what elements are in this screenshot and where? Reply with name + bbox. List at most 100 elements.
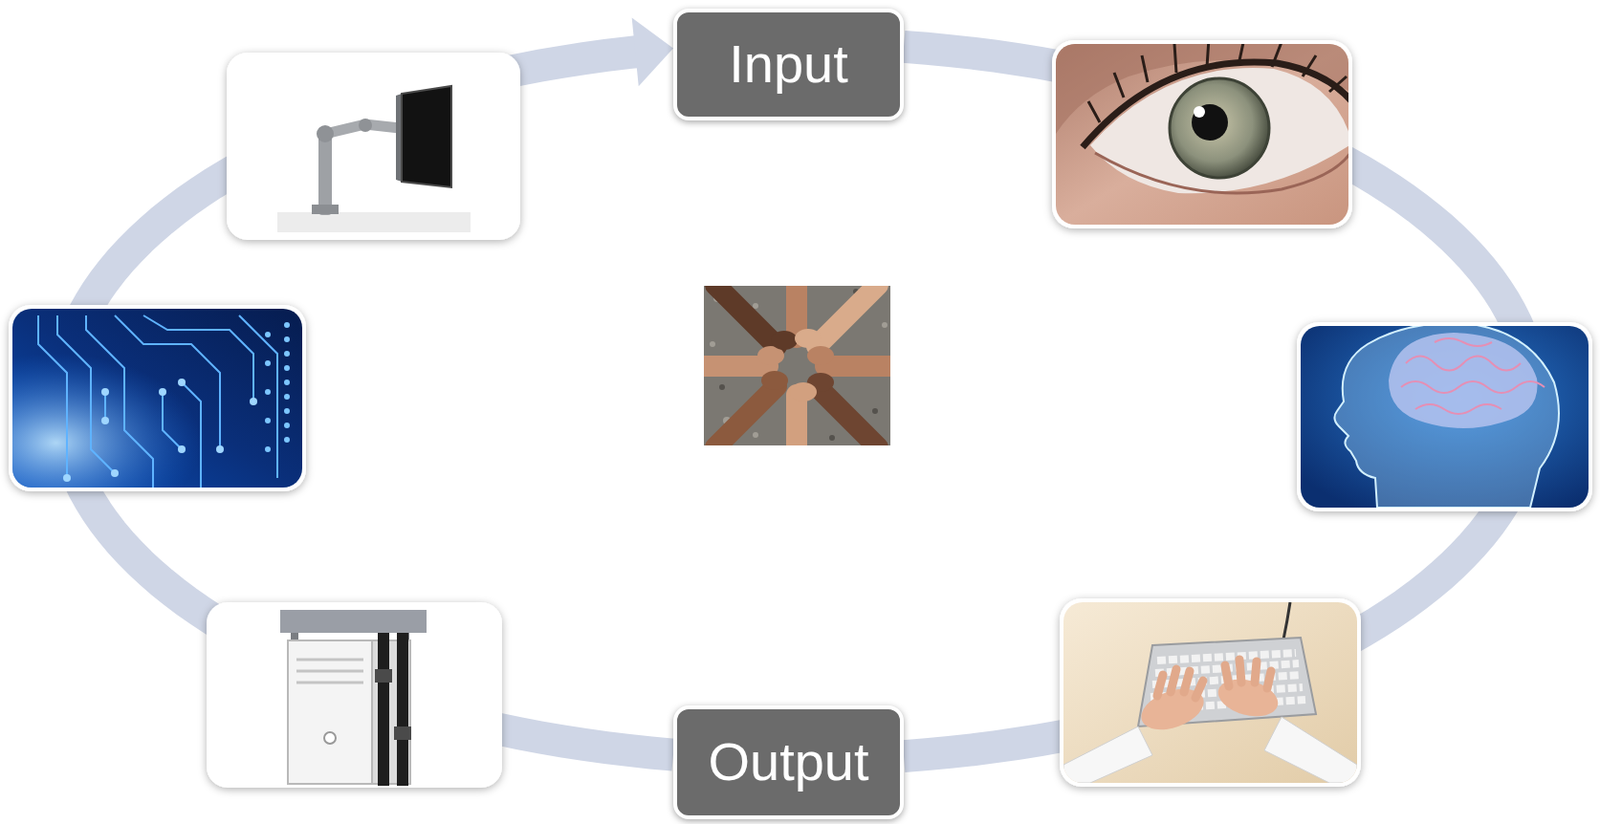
hands-photo bbox=[770, 330, 798, 351]
circuit-board bbox=[86, 315, 154, 488]
keyboard-photo bbox=[1157, 653, 1296, 661]
circuit-board bbox=[110, 469, 119, 478]
computer-card bbox=[280, 610, 427, 634]
process-box: Output bbox=[673, 705, 904, 820]
monitor-card bbox=[226, 52, 521, 241]
circuit-board bbox=[284, 350, 290, 357]
keyboard-photo bbox=[1059, 598, 1361, 788]
hands-photo bbox=[752, 303, 759, 309]
monitor-card bbox=[401, 86, 452, 188]
circuit-board bbox=[284, 365, 290, 372]
eye-photo bbox=[1095, 153, 1349, 194]
brain-image bbox=[1401, 381, 1545, 394]
brain-image bbox=[1296, 322, 1593, 512]
hands-photo bbox=[825, 355, 891, 377]
hands-photo bbox=[807, 346, 834, 366]
circuit-board bbox=[181, 382, 201, 488]
circuit-board bbox=[284, 322, 290, 329]
computer-card bbox=[374, 669, 393, 683]
circuit-board bbox=[264, 331, 271, 338]
hands-photo bbox=[786, 394, 808, 446]
eye-photo bbox=[1055, 43, 1349, 225]
brain-image bbox=[1415, 404, 1502, 415]
keyboard-photo bbox=[1283, 602, 1291, 640]
brain-image bbox=[1296, 322, 1593, 512]
keyboard-photo bbox=[1157, 669, 1204, 699]
brain-image bbox=[1434, 338, 1492, 347]
hands-photo bbox=[794, 328, 822, 349]
circuit-board bbox=[8, 305, 307, 492]
monitor-card bbox=[311, 204, 339, 215]
hands-photo bbox=[681, 251, 912, 482]
circuit-board bbox=[12, 308, 303, 488]
eye-photo bbox=[1193, 106, 1206, 118]
circuit-board bbox=[38, 315, 278, 488]
hands-photo bbox=[872, 408, 878, 415]
circuit-board bbox=[284, 437, 290, 443]
circuit-board bbox=[284, 422, 290, 429]
hands-photo bbox=[715, 285, 777, 347]
computer-card bbox=[296, 681, 364, 685]
computer-card bbox=[296, 670, 364, 674]
circuit-board bbox=[143, 315, 254, 402]
circuit-board bbox=[12, 308, 303, 488]
hands-photo bbox=[757, 328, 834, 402]
circuit-board bbox=[284, 394, 290, 400]
circuit-board bbox=[101, 388, 110, 396]
circuit-board bbox=[162, 392, 182, 450]
monitor-card bbox=[277, 212, 471, 233]
circuit-board bbox=[264, 389, 271, 395]
box-label: Output bbox=[707, 731, 869, 793]
circuit-board bbox=[264, 446, 271, 453]
brain-image bbox=[1388, 332, 1538, 429]
circuit-board bbox=[284, 336, 290, 343]
monitor-card bbox=[358, 118, 373, 132]
computer-card bbox=[206, 602, 503, 789]
circuit-board bbox=[264, 417, 271, 424]
circuit-board bbox=[63, 378, 258, 483]
circuit-board bbox=[57, 315, 115, 474]
circuit-board bbox=[158, 388, 167, 396]
computer-card bbox=[296, 658, 364, 662]
circuit-board bbox=[264, 322, 290, 453]
hands-photo bbox=[816, 285, 878, 347]
eye-photo bbox=[1191, 104, 1228, 141]
keyboard-photo bbox=[1063, 726, 1153, 784]
circuit-board bbox=[114, 315, 220, 450]
computer-card bbox=[394, 726, 412, 741]
circuit-board bbox=[101, 416, 110, 425]
hands-photo bbox=[816, 386, 878, 446]
circuit-board bbox=[216, 445, 224, 454]
keyboard-photo bbox=[1059, 598, 1361, 788]
keyboard-photo bbox=[1264, 717, 1358, 784]
circuit-board bbox=[12, 308, 303, 488]
circuit-board bbox=[104, 392, 107, 421]
circuit-board bbox=[63, 474, 71, 483]
circuit-board bbox=[284, 379, 290, 386]
hands-photo bbox=[789, 382, 817, 402]
eye-photo bbox=[1088, 43, 1347, 123]
hands-photo bbox=[829, 435, 835, 441]
brain-image bbox=[1300, 326, 1589, 508]
computer-card bbox=[206, 602, 503, 789]
hands-photo bbox=[715, 386, 777, 446]
eye-photo bbox=[1052, 38, 1357, 229]
computer-card bbox=[287, 640, 373, 785]
circuit-board bbox=[177, 378, 186, 387]
circuit-board bbox=[284, 408, 290, 415]
hands-photo bbox=[709, 341, 716, 348]
hands-photo bbox=[703, 285, 891, 446]
brain-image bbox=[1405, 356, 1521, 372]
eye-photo bbox=[1082, 62, 1349, 148]
circuit-board bbox=[239, 315, 278, 479]
hands-photo bbox=[881, 322, 888, 329]
eye-photo bbox=[1169, 78, 1270, 178]
brain-image bbox=[1401, 338, 1545, 415]
monitor-card bbox=[226, 52, 521, 241]
keyboard-photo bbox=[1063, 602, 1358, 784]
hands-photo bbox=[703, 285, 891, 446]
computer-card bbox=[396, 633, 409, 787]
circuit-board bbox=[264, 360, 271, 367]
